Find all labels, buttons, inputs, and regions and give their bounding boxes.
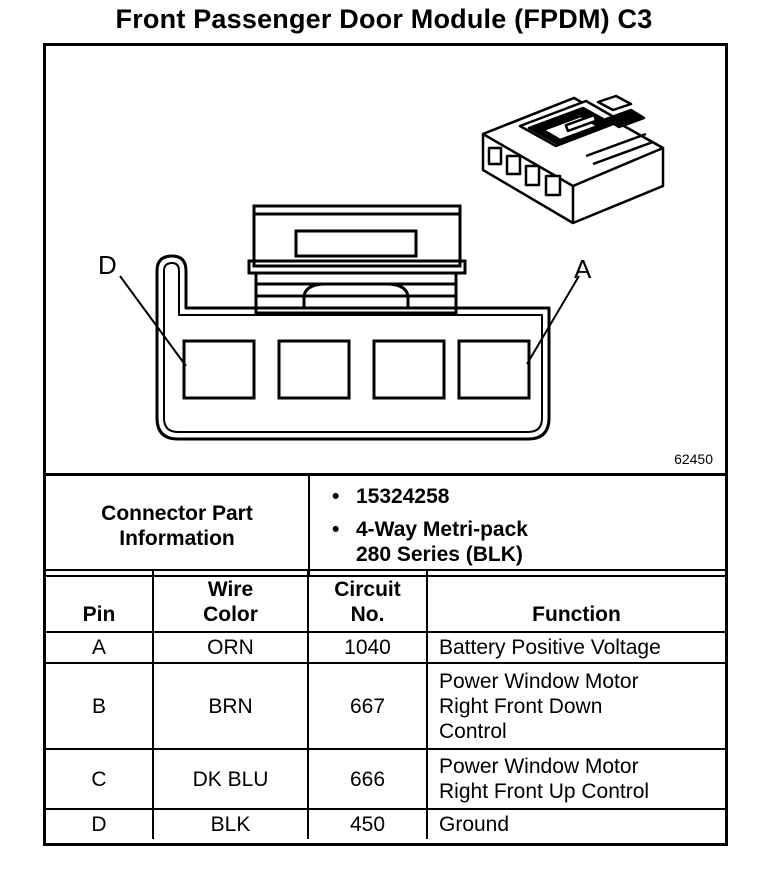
header-function: Function	[426, 569, 725, 633]
connector-drawing	[119, 94, 665, 441]
function-cell: Battery Positive Voltage	[426, 631, 725, 664]
cavity-d	[182, 339, 256, 400]
connector-part-label-line2: Information	[119, 526, 235, 550]
circuit-cell: 1040	[307, 631, 428, 664]
wire-color-cell: DK BLU	[152, 748, 309, 810]
pin-cell: D	[46, 808, 154, 839]
cavity-b	[372, 339, 446, 400]
connector-face	[155, 254, 551, 441]
part-number: 15324258	[356, 485, 450, 508]
pin-table: Pin Wire Color Circuit No. Function A OR…	[46, 569, 725, 839]
header-pin: Pin	[46, 569, 154, 633]
cavity-c	[277, 339, 351, 400]
function-cell: Power Window Motor Right Front Up Contro…	[426, 748, 725, 810]
pin-leader-lines	[119, 275, 580, 367]
connector-isometric-sketch	[481, 94, 665, 225]
pin-label-a: A	[574, 254, 592, 284]
header-circuit: Circuit No.	[307, 569, 428, 633]
part-description-line2: 280 Series (BLK)	[356, 543, 523, 566]
function-cell: Power Window Motor Right Front Down Cont…	[426, 662, 725, 750]
connector-figure: D A 62450	[46, 46, 725, 473]
table-row: B BRN 667 Power Window Motor Right Front…	[46, 662, 725, 750]
table-row: D BLK 450 Ground	[46, 808, 725, 839]
circuit-cell: 666	[307, 748, 428, 810]
connector-part-label: Connector Part Information	[46, 473, 310, 577]
pin-cell: B	[46, 662, 154, 750]
connector-sheet: D A 62450 Connector Part Information •15…	[43, 43, 728, 846]
circuit-cell: 450	[307, 808, 428, 839]
header-wire-color: Wire Color	[152, 569, 309, 633]
table-row: A ORN 1040 Battery Positive Voltage	[46, 631, 725, 664]
circuit-cell: 667	[307, 662, 428, 750]
connector-part-details: •15324258 •4-Way Metri-pack 280 Series (…	[308, 473, 725, 577]
figure-id: 62450	[674, 451, 713, 467]
pin-table-header: Pin Wire Color Circuit No. Function	[46, 569, 725, 633]
wire-color-cell: BLK	[152, 808, 309, 839]
part-description-line1: 4-Way Metri-pack	[356, 518, 528, 541]
wire-color-cell: BRN	[152, 662, 309, 750]
page-title: Front Passenger Door Module (FPDM) C3	[115, 4, 653, 34]
connector-info-table: Connector Part Information •15324258 •4-…	[46, 473, 725, 577]
function-cell: Ground	[426, 808, 725, 839]
pin-cell: A	[46, 631, 154, 664]
table-row: C DK BLU 666 Power Window Motor Right Fr…	[46, 748, 725, 810]
connector-part-label-line1: Connector Part	[101, 501, 253, 525]
terminal-cavities	[182, 339, 531, 400]
pin-label-d: D	[98, 250, 117, 280]
cavity-a	[457, 339, 531, 400]
pin-cell: C	[46, 748, 154, 810]
wire-color-cell: ORN	[152, 631, 309, 664]
connector-latch	[247, 204, 467, 315]
